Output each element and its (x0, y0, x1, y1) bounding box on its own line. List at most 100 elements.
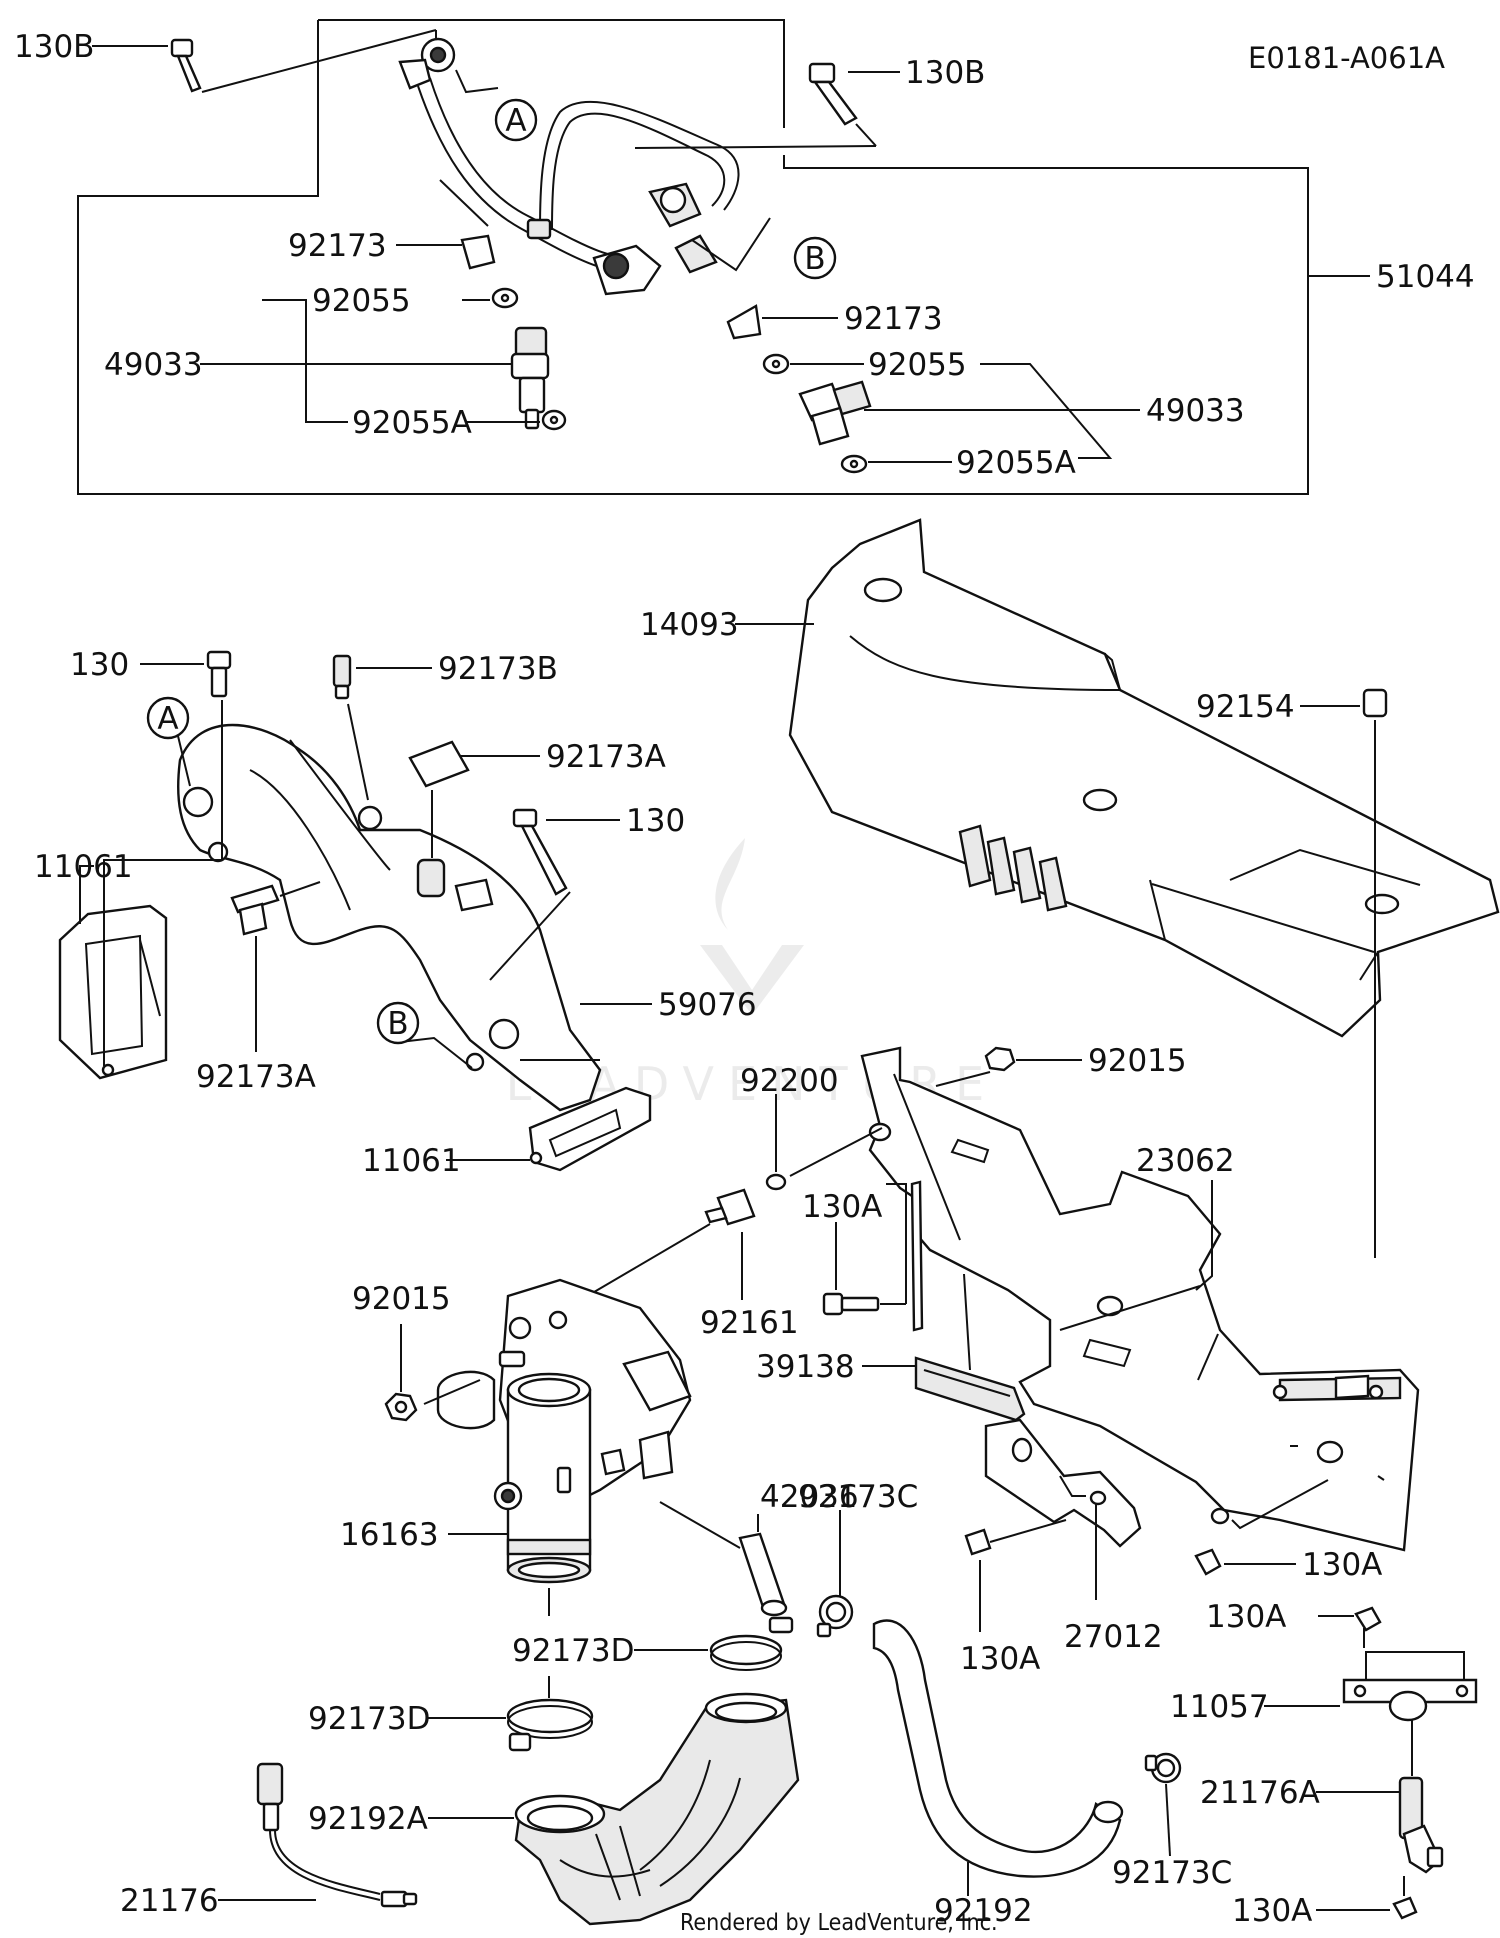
label-92173-right: 92173 (844, 301, 943, 337)
label-14093: 14093 (640, 607, 739, 643)
gasket-11061-left (58, 859, 222, 1080)
washer-92055-right (762, 353, 864, 375)
label-27012: 27012 (1064, 1619, 1163, 1655)
bolt-130A-c (1194, 1548, 1296, 1576)
label-92173D-a: 92173D (512, 1633, 635, 1669)
label-92173C-bottom: 92173C (1112, 1855, 1232, 1891)
washer-92055A-left (465, 409, 567, 431)
svg-text:A: A (505, 103, 526, 139)
bolt-130A-b (964, 1519, 1067, 1632)
fuel-rail-hose (398, 37, 771, 296)
label-92055-left: 92055 (312, 283, 411, 319)
footer-credit: Rendered by LeadVenture, Inc. (680, 1910, 998, 1936)
sensor-21176A (1316, 1720, 1444, 1874)
clamp-92173D-b (428, 1676, 594, 1752)
clamp-92173C-top (816, 1510, 854, 1638)
label-92173D-b: 92173D (308, 1701, 431, 1737)
callout-B-top: B (793, 236, 837, 280)
bolt-130A-a (822, 1180, 924, 1332)
assembly-outline (318, 19, 785, 128)
label-92015-right: 92015 (1088, 1043, 1187, 1079)
label-130A-a: 130A (802, 1189, 882, 1225)
assembly-outline-lower (77, 20, 1309, 495)
label-92173-left: 92173 (288, 228, 387, 264)
elbow-hose-92192A (428, 1692, 800, 1926)
label-11061-bottom: 11061 (362, 1143, 461, 1179)
injector-49033-right (798, 380, 1140, 446)
label-42036: 42036 (760, 1479, 859, 1515)
bracket-23062 (860, 1046, 1420, 1552)
label-130B-left: 130B (14, 29, 94, 65)
gasket-11061-bottom (446, 1086, 652, 1172)
bolt-130-mid (489, 808, 620, 981)
washer-92200 (765, 1094, 883, 1191)
label-130A-d: 130A (1206, 1599, 1286, 1635)
label-21176: 21176 (120, 1883, 219, 1919)
throttle-body-16163 (423, 1278, 692, 1616)
bolt-130A-d (1318, 1606, 1382, 1632)
part-labels: 130B 130B 51044 92173 92173 92055 92055 … (14, 29, 1475, 1929)
nut-92015-right (935, 1046, 1082, 1087)
label-92192A: 92192A (308, 1801, 428, 1837)
hose-92192 (872, 1619, 1124, 1896)
label-92173C-top: 92173C (798, 1479, 918, 1515)
callout-A-top: A (494, 98, 538, 142)
clamp-92173C-bottom (1144, 1752, 1182, 1857)
sensor-21176 (218, 1762, 418, 1908)
cover-14093 (735, 518, 1500, 1038)
washer-92055A-right (840, 454, 952, 474)
injector-49033-left (200, 326, 550, 430)
label-11057: 11057 (1170, 1689, 1269, 1725)
clip-92173-right (726, 304, 838, 340)
screw-130B-right (634, 62, 900, 149)
rubber-39138 (862, 1273, 1026, 1422)
label-11061-left: 11061 (34, 849, 133, 885)
label-130-top: 130 (70, 647, 129, 683)
label-92173A-top: 92173A (546, 739, 666, 775)
bracket-92173A-top (408, 740, 540, 858)
label-92200: 92200 (740, 1063, 839, 1099)
label-59076: 59076 (658, 987, 757, 1023)
label-130A-e: 130A (1232, 1893, 1312, 1929)
label-92055-right: 92055 (868, 347, 967, 383)
callout-B-mid: B (376, 1001, 420, 1045)
label-130A-c: 130A (1302, 1547, 1382, 1583)
bolt-130-top (140, 650, 232, 860)
label-92154: 92154 (1196, 689, 1295, 725)
bolt-130A-e (1316, 1876, 1418, 1920)
label-16163: 16163 (340, 1517, 439, 1553)
intake-manifold-59076 (177, 723, 652, 1112)
label-92055A-left: 92055A (352, 405, 472, 441)
screw-130B-left (92, 29, 437, 93)
label-92173A-bottom: 92173A (196, 1059, 316, 1095)
pipe-42036 (659, 1501, 788, 1617)
label-92192: 92192 (934, 1893, 1033, 1929)
svg-text:A: A (157, 701, 178, 737)
label-92173B: 92173B (438, 651, 558, 687)
plate-11057 (1264, 1628, 1478, 1722)
label-49033-left: 49033 (104, 347, 203, 383)
label-39138: 39138 (756, 1349, 855, 1385)
label-130B-right: 130B (905, 55, 985, 91)
clip-92173-left (396, 234, 496, 270)
washer-92055-left (462, 287, 519, 309)
label-130A-b: 130A (960, 1641, 1040, 1677)
label-51044: 51044 (1376, 259, 1475, 295)
callout-A-mid: A (146, 696, 190, 740)
label-49033-right: 49033 (1146, 393, 1245, 429)
svg-text:B: B (387, 1006, 408, 1042)
label-92055A-right: 92055A (956, 445, 1076, 481)
clamp-92173D-a (634, 1616, 794, 1671)
label-92015-left: 92015 (352, 1281, 451, 1317)
nut-92015-left (384, 1324, 418, 1422)
svg-text:B: B (804, 241, 825, 277)
bolt-92154 (1300, 688, 1388, 1258)
fitting-92173B (332, 654, 432, 801)
label-92161: 92161 (700, 1305, 799, 1341)
fuel-rail-assembly-group: A B (77, 19, 1370, 495)
bracket-92173A-bottom (230, 881, 321, 1052)
label-130-mid: 130 (626, 803, 685, 839)
label-21176A: 21176A (1200, 1775, 1320, 1811)
diagram-reference-code: E0181-A061A (1248, 41, 1445, 75)
